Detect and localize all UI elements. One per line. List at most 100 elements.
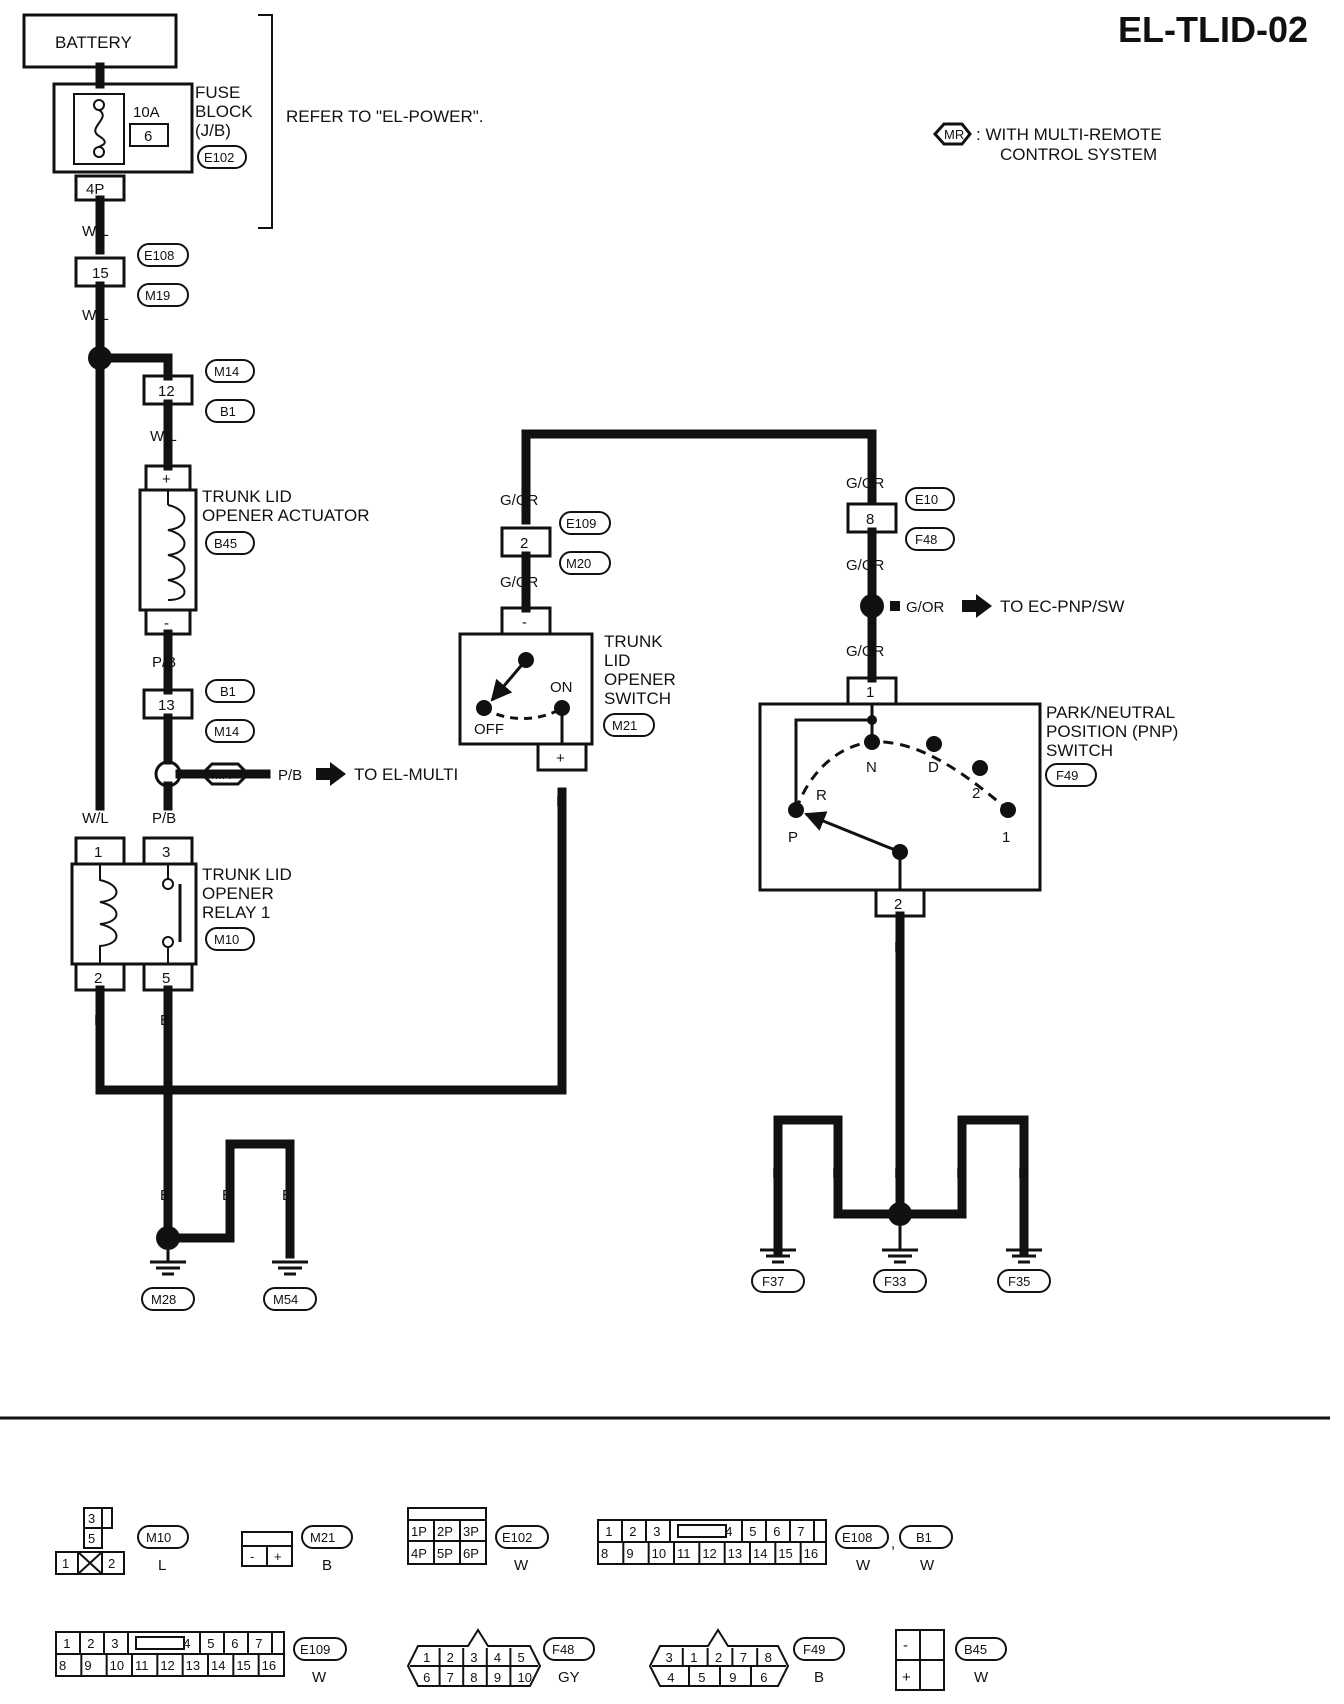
pin-label: 3 [162, 844, 170, 861]
pin-label: 4P [411, 1546, 427, 1561]
trunk-lid-opener-actuator: + - TRUNK LID OPENER ACTUATOR B45 [138, 464, 370, 636]
pin-label: 6P [463, 1546, 479, 1561]
ground-f37: F37 [751, 1248, 805, 1293]
pin-label: 5 [517, 1650, 524, 1665]
pin-label: 5 [207, 1636, 214, 1651]
pnp-pos-d: D [928, 759, 939, 776]
wire-label: G/OR [500, 574, 539, 591]
wire-label: B [956, 1165, 966, 1182]
pin-label: 14 [753, 1546, 767, 1561]
conn-view-id: B45 [964, 1642, 987, 1657]
wire-label: G/OR [500, 492, 539, 509]
wire-label: W/L [82, 307, 109, 324]
switch-label-4: SWITCH [604, 689, 671, 708]
conn-view-id: M10 [146, 1530, 171, 1545]
legend-text-2: CONTROL SYSTEM [1000, 145, 1157, 164]
conn-b1: B1 [220, 684, 236, 699]
pin-label: 2 [87, 1636, 94, 1651]
pin-label: 2 [447, 1650, 454, 1665]
pin-label: - [903, 1637, 908, 1654]
conn-view-id: E102 [502, 1530, 532, 1545]
pin-label: 3 [111, 1636, 118, 1651]
pnp-pos-2: 2 [972, 785, 980, 802]
pnp-switch: 1 P R N D 2 1 2 PARK/NEUTRAL POSITION (P… [758, 676, 1178, 918]
mr-branch: MR P/B TO EL-MULTI [175, 762, 458, 786]
pin-label: + [902, 1669, 911, 1686]
pin-label: 1P [411, 1524, 427, 1539]
wire-label: W/L [82, 223, 109, 240]
conn-view-color: B [814, 1669, 824, 1686]
conn-m21: M21 [612, 718, 637, 733]
pin-label: 2 [629, 1524, 636, 1539]
pin-label: 9 [729, 1670, 736, 1685]
switch-on-label: ON [550, 679, 573, 696]
pnp-label-1: PARK/NEUTRAL [1046, 703, 1175, 722]
ground-label: M54 [273, 1292, 298, 1307]
pin-label: 6 [231, 1636, 238, 1651]
fuse-rating: 10A [133, 104, 160, 121]
wire-label: G/OR [846, 557, 885, 574]
wire-label: B [160, 1012, 170, 1029]
actuator-label-2: OPENER ACTUATOR [202, 506, 370, 525]
conn-view-color: W [312, 1669, 327, 1686]
pin-label: 13 [728, 1546, 742, 1561]
pin-label: 9 [626, 1546, 633, 1561]
pin-label: 4 [667, 1670, 674, 1685]
conn-view-id: E108 [842, 1530, 872, 1545]
pin-label: 10 [110, 1658, 124, 1673]
pin-label: 1 [866, 684, 874, 701]
ec-pnp-branch: G/OR TO EC-PNP/SW [890, 594, 1124, 618]
wire-label: G/OR [906, 599, 945, 616]
pin-label: 4 [494, 1650, 501, 1665]
pnp-pos-r: R [816, 787, 827, 804]
pin-label: 7 [740, 1650, 747, 1665]
pin-label: 15 [92, 265, 109, 282]
pin-label: 10 [517, 1670, 531, 1685]
pin-label: 7 [255, 1636, 262, 1651]
pnp-pos-1: 1 [1002, 829, 1010, 846]
page-code: EL-TLID-02 [1118, 9, 1308, 50]
pin-label: 1 [690, 1650, 697, 1665]
pin-label: 2 [520, 535, 528, 552]
conn-e10: E10 [915, 492, 938, 507]
conn-f48: F48 [915, 532, 937, 547]
pin-label: 15 [778, 1546, 792, 1561]
conn-view-color: B [322, 1557, 332, 1574]
pin-label: 6 [760, 1670, 767, 1685]
wire-label: B [222, 1187, 232, 1204]
pin-label: 1 [605, 1524, 612, 1539]
wire-label: B [772, 1165, 782, 1182]
pin-label: 3 [470, 1650, 477, 1665]
pin-label: 16 [262, 1658, 276, 1673]
pin-label: 3P [463, 1524, 479, 1539]
wire-label: B [160, 1187, 170, 1204]
pin-label: 6 [423, 1670, 430, 1685]
conn-f49: F49 [1056, 768, 1078, 783]
pin-label: 8 [601, 1546, 608, 1561]
pin-label: 15 [236, 1658, 250, 1673]
fuse-label-3: (J/B) [195, 121, 231, 140]
switch-label-2: LID [604, 651, 630, 670]
pin-label: 11 [677, 1546, 691, 1561]
pin-label: 14 [211, 1658, 225, 1673]
pin-label: 4 [725, 1524, 732, 1539]
conn-m14: M14 [214, 364, 239, 379]
relay-label-2: OPENER [202, 884, 274, 903]
relay-label-3: RELAY 1 [202, 903, 270, 922]
wire-label: B [894, 939, 904, 956]
wire-label: B [1018, 1165, 1028, 1182]
pnp-label-2: POSITION (PNP) [1046, 722, 1178, 741]
pin-label: 5 [88, 1531, 95, 1546]
pin-label: 6 [773, 1524, 780, 1539]
switch-off-label: OFF [474, 721, 504, 738]
pin-label: + [162, 471, 171, 488]
wire-label: W/L [150, 428, 177, 445]
branch-ec-pnp: TO EC-PNP/SW [1000, 597, 1124, 616]
ground-label: M28 [151, 1292, 176, 1307]
ground-m54: M54 [263, 1260, 317, 1311]
pnp-label-3: SWITCH [1046, 741, 1113, 760]
pin-label: 1 [94, 844, 102, 861]
pin-label: 7 [447, 1670, 454, 1685]
